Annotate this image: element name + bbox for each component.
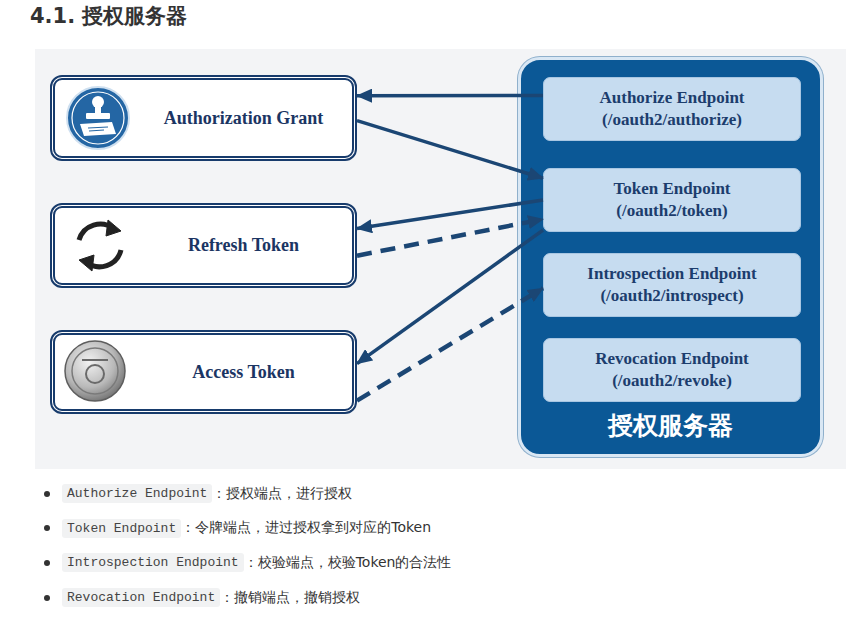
bullet-dot xyxy=(44,491,50,497)
diagram-ground xyxy=(35,49,846,469)
endpoint-path: (/oauth2/revoke) xyxy=(612,370,732,392)
client-box: Refresh Token xyxy=(50,203,357,288)
box-label: Introspection Endpoint xyxy=(587,263,756,285)
endpoint-path: (/oauth2/introspect) xyxy=(600,285,743,307)
endpoint-note: ：校验端点，校验Token的合法性 xyxy=(244,554,452,572)
endpoint-code: Authorize Endpoint xyxy=(62,484,212,503)
endpoint-box: Token Endpoint(/oauth2/token) xyxy=(543,168,801,232)
endpoint-code: Introspection Endpoint xyxy=(62,553,244,572)
flow-arrow xyxy=(357,94,543,98)
box-label: Refresh Token xyxy=(188,235,299,256)
bullet-dot xyxy=(44,595,50,601)
server-panel: 授权服务器 Authorize Endpoint(/oauth2/authoriz… xyxy=(518,57,823,457)
endpoint-code: Revocation Endpoint xyxy=(62,588,220,607)
bullet-dot xyxy=(44,525,50,531)
box-label: Authorize Endpoint xyxy=(600,87,745,109)
dashed-arrow xyxy=(357,288,543,400)
endpoint-box: Introspection Endpoint(/oauth2/introspec… xyxy=(543,253,801,317)
box-label: Token Endpoint xyxy=(613,178,730,200)
bullet-row: Revocation Endpoint：撤销端点，撤销授权 xyxy=(44,588,360,607)
refresh-icon xyxy=(79,220,121,271)
endpoint-note: ：令牌端点，进过授权拿到对应的Token xyxy=(181,519,431,537)
page-title: 4.1. 授权服务器 xyxy=(30,2,188,30)
endpoint-box: Authorize Endpoint(/oauth2/authorize) xyxy=(543,77,801,141)
box-label: Revocation Endpoint xyxy=(595,348,749,370)
flow-arrow xyxy=(357,200,543,229)
coin-icon xyxy=(65,341,125,401)
endpoint-note: ：撤销端点，撤销授权 xyxy=(220,589,360,607)
endpoint-box: Revocation Endpoint(/oauth2/revoke) xyxy=(543,338,801,402)
grant-icon xyxy=(67,87,129,149)
bullet-row: Introspection Endpoint：校验端点，校验Token的合法性 xyxy=(44,553,451,572)
panel-label: 授权服务器 xyxy=(608,409,733,442)
endpoint-note: ：授权端点，进行授权 xyxy=(212,485,352,503)
bullet-dot xyxy=(44,560,50,566)
endpoint-path: (/oauth2/authorize) xyxy=(602,109,742,131)
box-label: Access Token xyxy=(192,362,295,383)
flow-arrow xyxy=(357,121,543,179)
endpoint-code: Token Endpoint xyxy=(62,519,181,538)
endpoint-path: (/oauth2/token) xyxy=(616,200,727,222)
bullet-row: Authorize Endpoint：授权端点，进行授权 xyxy=(44,484,352,503)
bullet-row: Token Endpoint：令牌端点，进过授权拿到对应的Token xyxy=(44,519,431,538)
box-label: Authorization Grant xyxy=(164,108,324,129)
